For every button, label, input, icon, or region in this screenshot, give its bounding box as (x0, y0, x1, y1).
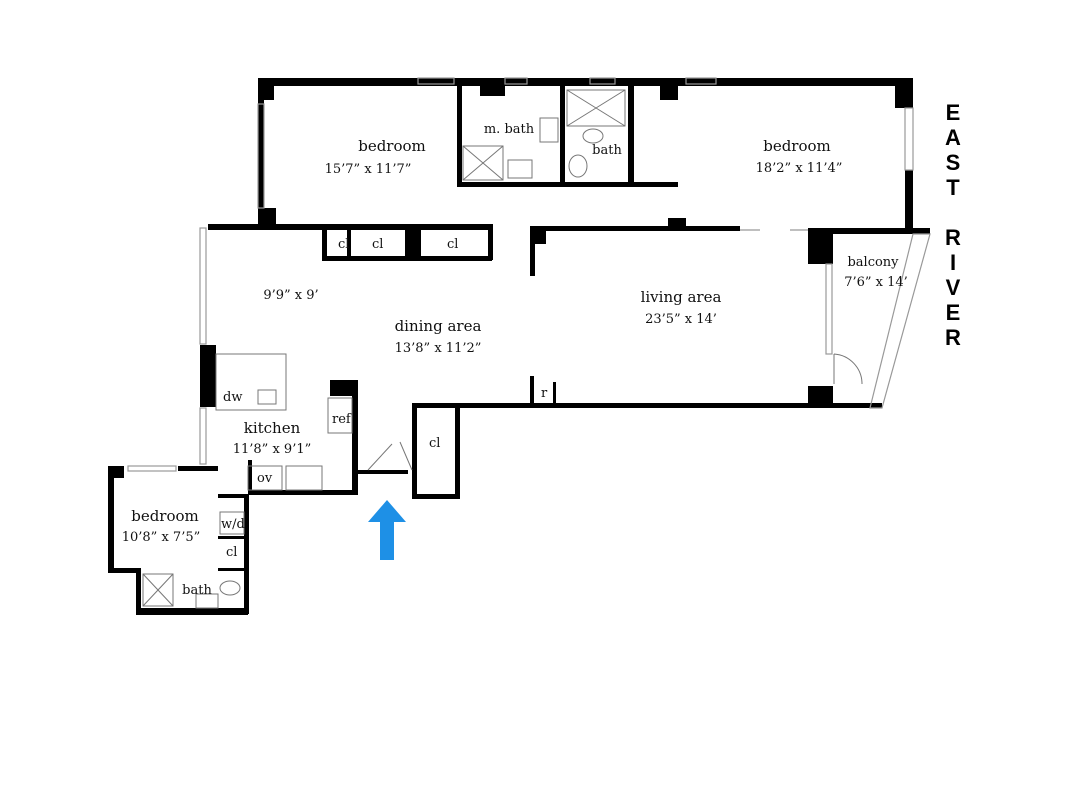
balcony-size: 7’6” x 14’ (844, 275, 908, 290)
closet-label: cl (372, 237, 383, 252)
closet-label: cl (447, 237, 458, 252)
bedroom-ne-size: 18’2” x 11’4” (756, 161, 843, 176)
room-labels: bedroom 15’7” x 11’7” m. bath bath bedro… (122, 122, 908, 598)
r-label: r (541, 386, 548, 401)
master-bath-label: m. bath (484, 122, 535, 137)
balcony-name: balcony (847, 255, 899, 270)
bedroom-nw-size: 15’7” x 11’7” (325, 162, 412, 177)
closet-label: cl (226, 545, 237, 560)
living-name: living area (641, 288, 722, 306)
fixtures (142, 89, 863, 609)
living-size: 23’5” x 14’ (645, 312, 717, 327)
letter: V (945, 275, 961, 300)
bedroom-sw-size: 10’8” x 7’5” (122, 530, 201, 545)
closet-label: cl (429, 436, 440, 451)
letter: R (945, 325, 961, 350)
kitchen-name: kitchen (244, 419, 301, 437)
dining-size: 13’8” x 11’2” (395, 341, 482, 356)
letter: E (945, 100, 961, 125)
letter: R (945, 225, 961, 250)
dining-name: dining area (395, 317, 482, 335)
dishwasher-label: dw (223, 390, 242, 405)
orientation-label: E A S T R I V E R (938, 100, 968, 350)
bath-sw-label: bath (182, 583, 212, 598)
closet-label: cl (338, 237, 349, 252)
bath-north-label: bath (592, 143, 622, 158)
entry-arrow-icon (368, 500, 406, 560)
washer-dryer-label: w/d (221, 517, 245, 532)
bedroom-nw-name: bedroom (358, 137, 426, 155)
bedroom-sw-name: bedroom (131, 507, 199, 525)
letter: S (945, 150, 961, 175)
kitchen-size: 11’8” x 9’1” (233, 442, 312, 457)
refrigerator-label: ref (332, 412, 352, 427)
bedroom-ne-name: bedroom (763, 137, 831, 155)
oven-label: ov (257, 471, 273, 486)
foyer-size: 9’9” x 9’ (263, 288, 318, 303)
letter: I (949, 250, 957, 275)
walls (108, 78, 930, 615)
letter: A (945, 125, 961, 150)
windows (127, 77, 931, 472)
letter: E (945, 300, 961, 325)
letter: T (946, 175, 960, 200)
